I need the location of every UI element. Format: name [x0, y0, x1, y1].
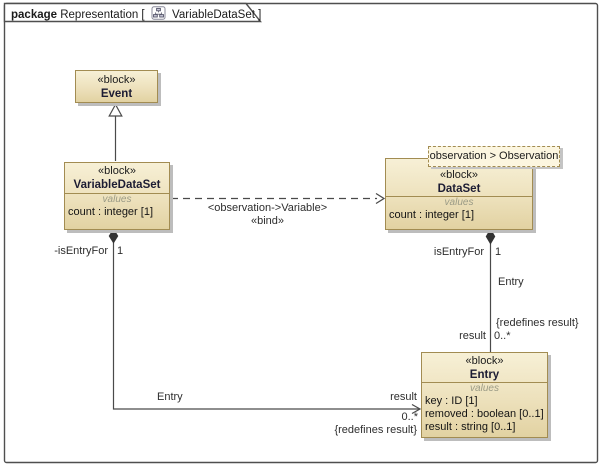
block-stereotype: «block» [465, 355, 504, 367]
block-name: DataSet [437, 183, 481, 195]
values-compartment-label: values [444, 197, 474, 208]
block-stereotype: «block» [97, 74, 136, 86]
block-stereotype: «block» [98, 165, 136, 177]
bind-connector-name[interactable]: <observation->Variable> [207, 202, 328, 214]
composition-diamond-icon [485, 228, 496, 245]
right-association-connector[interactable] [485, 228, 496, 353]
values-compartment-label: values [102, 194, 132, 205]
package-tab-shape [3, 2, 262, 23]
package-keyword: package [11, 9, 58, 21]
bind-connector[interactable] [171, 192, 386, 205]
composition-diamond-icon [108, 228, 119, 244]
multiplicity-label[interactable]: 1 [495, 246, 502, 258]
value-property: result : string [0..1] [425, 421, 516, 433]
block-dataset[interactable]: «block» DataSet values count : integer [… [385, 158, 533, 230]
block-variabledataset[interactable]: «block» VariableDataSet values count : i… [64, 162, 170, 230]
role-label-result[interactable]: result [390, 391, 417, 403]
package-tab: package Representation [ VariableDataSet… [11, 6, 261, 23]
redefines-constraint-label[interactable]: {redefines result} [334, 424, 417, 436]
value-property: removed : boolean [0..1] [425, 408, 544, 420]
role-label-isentryfor[interactable]: -isEntryFor [54, 245, 108, 257]
block-name: VariableDataSet [73, 179, 161, 191]
value-property: key : ID [1] [425, 395, 478, 407]
values-compartment-label: values [470, 383, 499, 394]
multiplicity-label[interactable]: 0..* [401, 411, 418, 423]
values-compartment: values key : ID [1] removed : boolean [0… [422, 382, 547, 437]
block-stereotype: «block» [440, 169, 478, 181]
value-property: count : integer [1] [68, 206, 153, 218]
role-label-isentryfor[interactable]: isEntryFor [433, 246, 484, 258]
block-name: Entry [469, 369, 500, 381]
bound-reference-label: observation > Observation [429, 150, 559, 162]
diagram-icon [151, 6, 169, 23]
multiplicity-label[interactable]: 1 [117, 245, 124, 257]
block-name: Event [100, 88, 133, 100]
bind-stereotype-label[interactable]: «bind» [250, 215, 285, 227]
values-compartment: values count : integer [1] [65, 193, 169, 230]
diagram-frame-border [3, 2, 599, 464]
generalization-triangle-icon [108, 103, 123, 117]
generalization-connector[interactable] [108, 103, 123, 162]
left-association-connector[interactable] [108, 228, 422, 415]
diagram-name: VariableDataSet ] [172, 9, 262, 21]
association-name-entry[interactable]: Entry [498, 276, 524, 288]
multiplicity-label[interactable]: 0..* [494, 330, 511, 342]
values-compartment: values count : integer [1] [386, 196, 532, 230]
open-arrowhead-icon [375, 192, 386, 205]
redefines-constraint-label[interactable]: {redefines result} [496, 317, 579, 329]
association-name-entry[interactable]: Entry [157, 391, 183, 403]
block-event[interactable]: «block» Event [75, 70, 158, 103]
package-context: Representation [ [60, 9, 145, 21]
block-entry[interactable]: «block» Entry values key : ID [1] remove… [421, 352, 548, 438]
value-property: count : integer [1] [389, 209, 474, 221]
role-label-result[interactable]: result [459, 330, 486, 342]
bound-reference-tab[interactable]: observation > Observation [428, 146, 560, 167]
open-arrowhead-icon [411, 403, 422, 415]
